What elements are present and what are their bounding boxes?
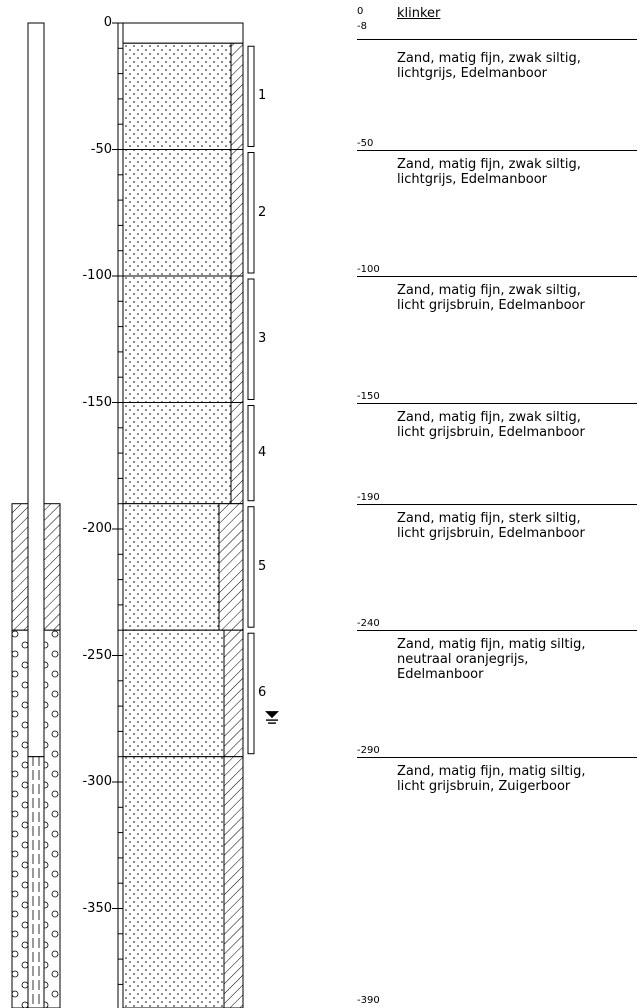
well-screen <box>27 756 45 1008</box>
layer-boundary <box>357 39 637 41</box>
layer-hatch <box>230 275 244 403</box>
sample-label: 3 <box>258 331 267 347</box>
layer-description: Zand, matig fijn, matig siltig, licht gr… <box>397 763 586 794</box>
depth-axis-label: -100 <box>82 268 112 283</box>
end-depth-label: -390 <box>357 995 380 1006</box>
layer-depth-label: -290 <box>357 744 380 756</box>
layer-hatch <box>218 503 244 631</box>
layer-description: Zand, matig fijn, matig siltig, neutraal… <box>397 637 586 683</box>
layer-depth-label: -100 <box>357 264 380 275</box>
layer-fill <box>122 42 232 151</box>
layer-fill <box>122 503 220 631</box>
layer-description: Zand, matig fijn, zwak siltig, lichtgrij… <box>397 156 581 187</box>
groundwater-triangle <box>265 711 279 719</box>
layer-fill <box>122 275 232 403</box>
layer-depth-label: -150 <box>357 390 380 402</box>
layer-boundary <box>357 402 637 404</box>
layer-boundary <box>357 276 637 277</box>
layer-fill <box>122 756 225 1008</box>
layer-boundary <box>357 756 637 758</box>
monitoring-well <box>11 22 61 1008</box>
layer-fill <box>122 402 232 505</box>
layer-hatch <box>230 402 244 505</box>
depth-axis-label: -150 <box>82 394 112 410</box>
layer-description: Zand, matig fijn, zwak siltig, lichtgrij… <box>397 51 581 82</box>
layer-hatch <box>230 149 244 277</box>
depth-axis-label: -250 <box>82 647 112 663</box>
well-casing <box>27 22 45 758</box>
layer-description: Zand, matig fijn, sterk siltig, licht gr… <box>397 510 585 541</box>
layer-depth-label: -50 <box>357 137 374 149</box>
layer-description: Zand, matig fijn, zwak siltig, licht gri… <box>397 409 585 440</box>
layer-depth-label: -240 <box>357 618 380 630</box>
layer-description: klinker <box>397 6 441 21</box>
sample-bracket <box>247 632 255 755</box>
layer-fill <box>122 629 225 758</box>
layer-depth-label: -190 <box>357 491 380 503</box>
depth-axis-label: -350 <box>82 900 112 916</box>
sample-label: 5 <box>258 558 267 574</box>
layer-description: Zand, matig fijn, zwak siltig, licht gri… <box>397 283 585 313</box>
depth-axis-label: -50 <box>90 141 112 157</box>
layer-depth-label: -8 <box>357 21 367 32</box>
layer-hatch <box>223 629 244 758</box>
layer-depth-label: 0 <box>357 6 364 17</box>
groundwater-level-icon <box>265 711 279 724</box>
sample-label: 2 <box>258 204 267 220</box>
sample-bracket <box>247 506 255 628</box>
sample-label: 6 <box>258 685 267 701</box>
layer-hatch <box>223 756 244 1008</box>
layer-boundary <box>357 149 637 151</box>
layer-boundary <box>357 503 637 505</box>
depth-axis-label: 0 <box>103 15 112 30</box>
layer-fill <box>122 22 244 44</box>
soil-column <box>122 22 244 1008</box>
layer-boundary <box>357 630 637 632</box>
layer-hatch <box>230 42 244 151</box>
sample-bracket <box>247 278 255 400</box>
sample-intervals <box>247 45 255 755</box>
depth-axis <box>112 22 123 1008</box>
sample-bracket <box>247 45 255 148</box>
depth-axis-label: -300 <box>82 774 112 789</box>
layer-fill <box>122 149 232 277</box>
sample-label: 4 <box>258 445 267 461</box>
depth-axis-label: -200 <box>82 521 112 536</box>
sample-label: 1 <box>258 88 267 104</box>
sample-bracket <box>247 405 255 502</box>
sample-bracket <box>247 152 255 274</box>
